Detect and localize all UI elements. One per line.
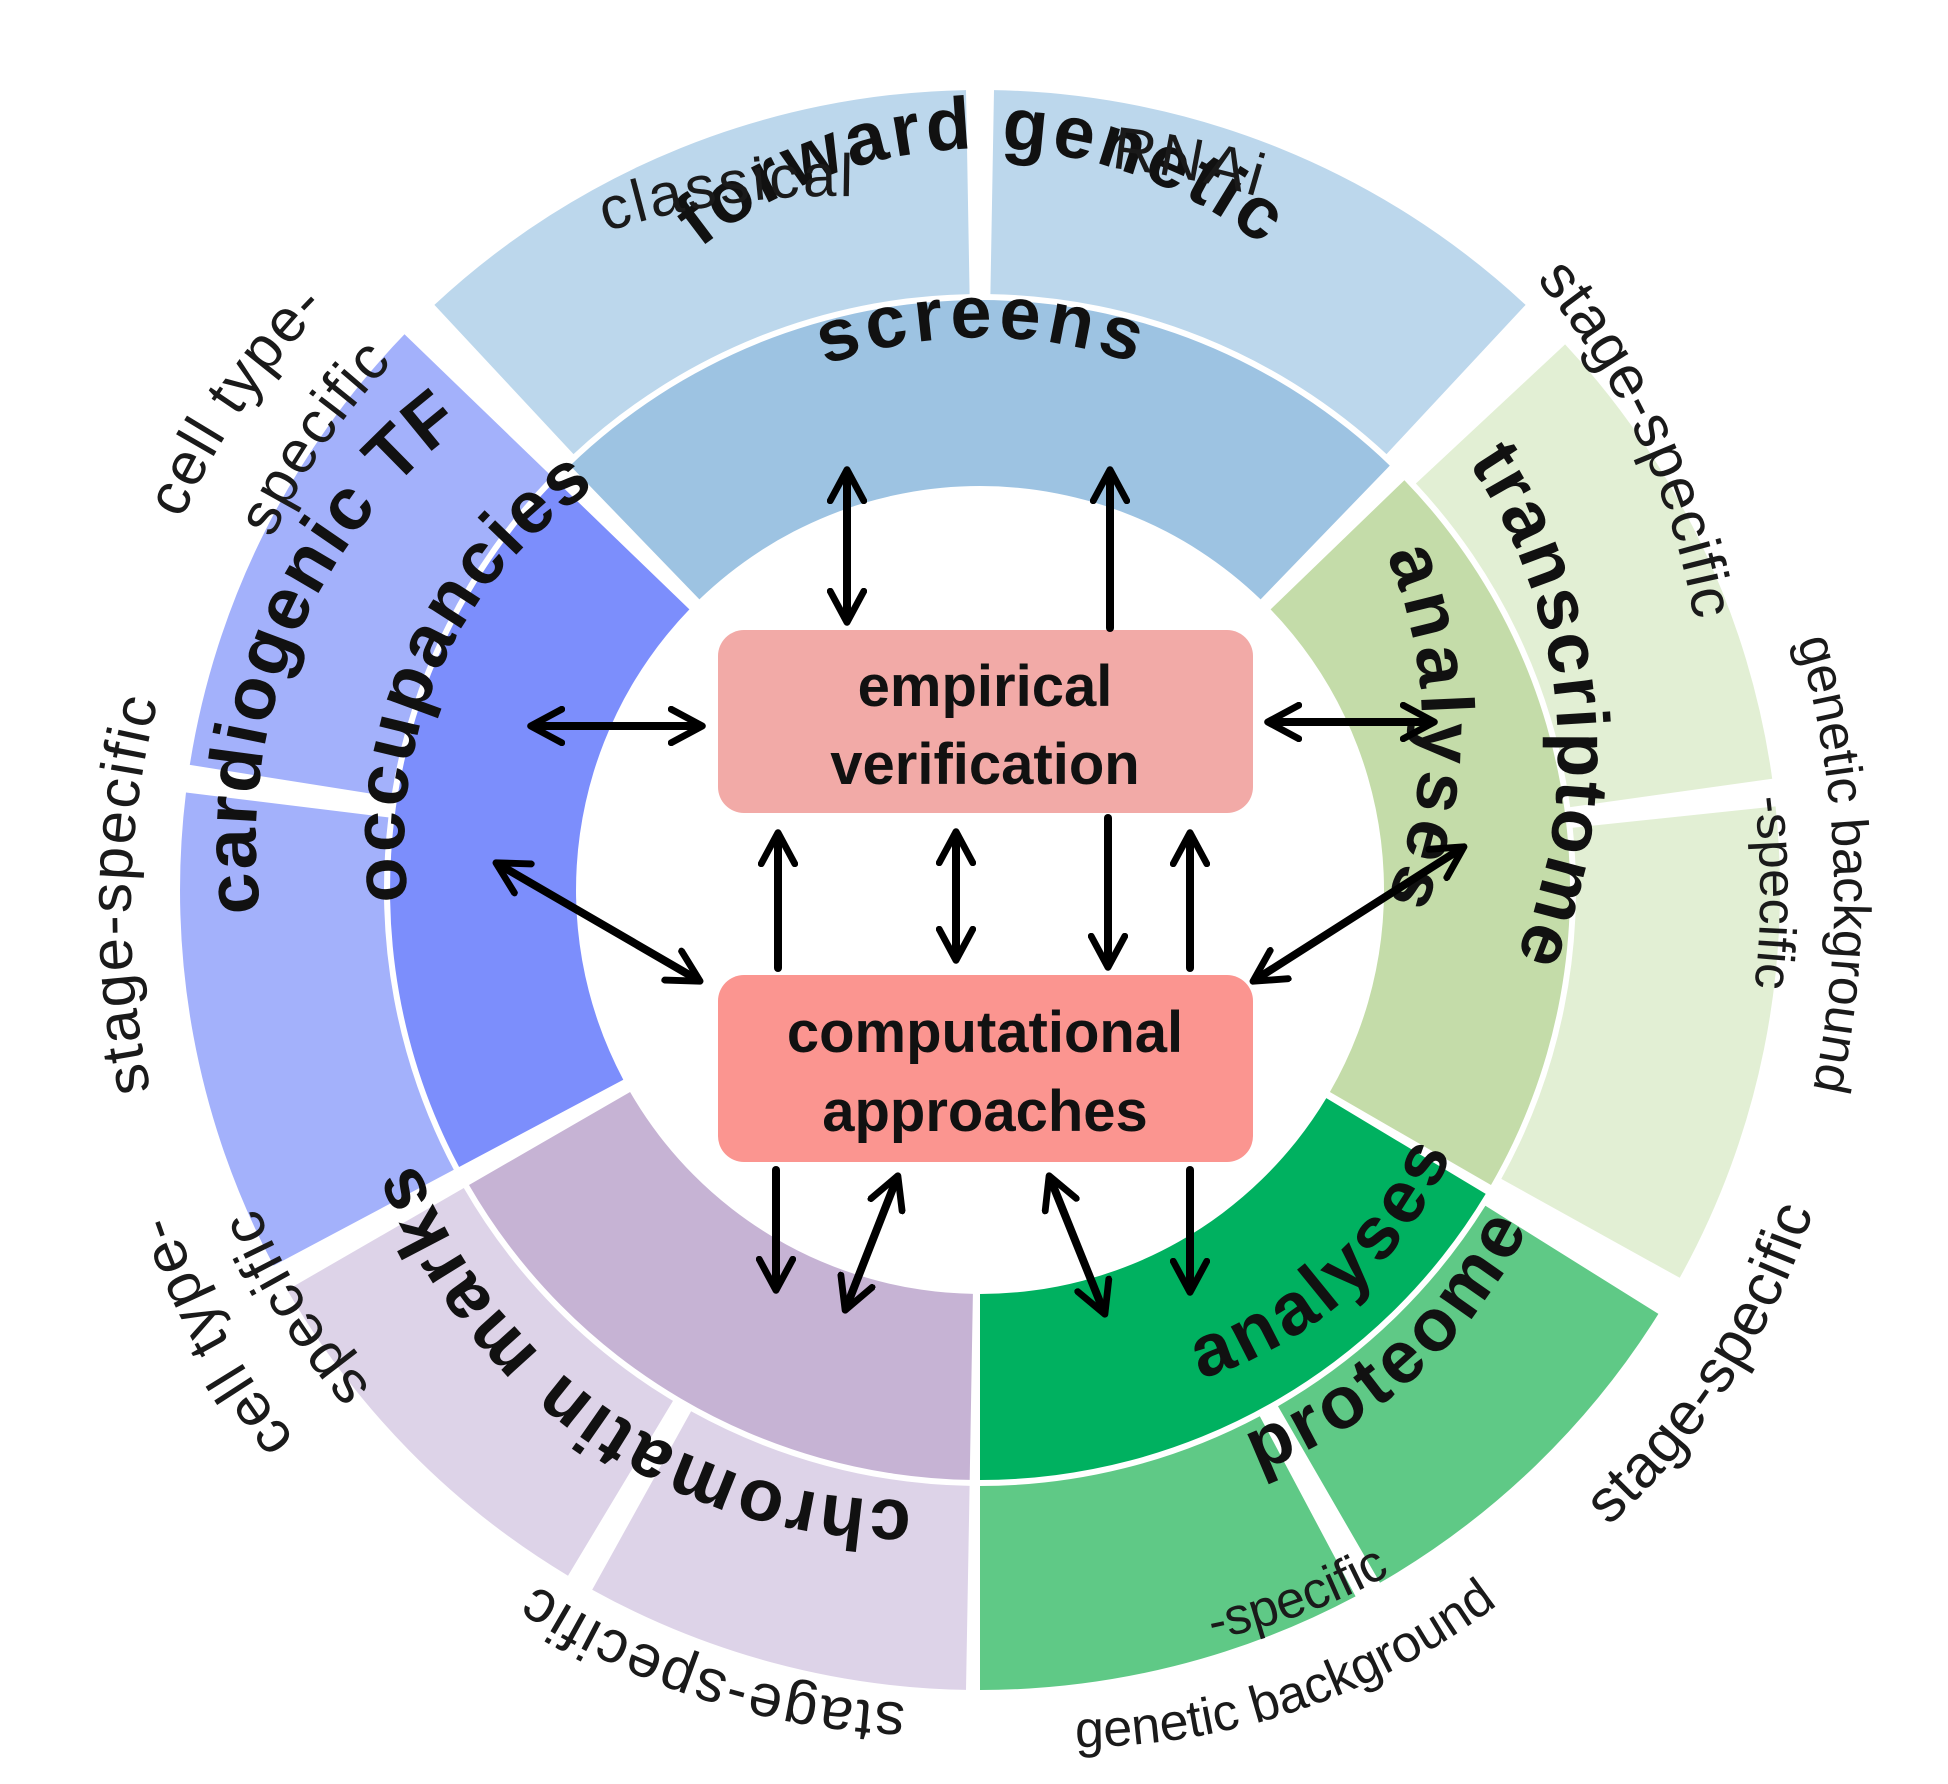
outer-segment-cardiogenic-stage (180, 792, 454, 1266)
outer-segment-transcriptome-genetic (1501, 806, 1780, 1278)
outer-segment-classical (434, 90, 970, 455)
arrows (498, 472, 1462, 1312)
computational-box-line2: approaches (822, 1079, 1148, 1144)
inner-segment-cardiogenic (390, 480, 690, 1167)
transcriptome-genetic-background-label-line2: -specific (1742, 792, 1806, 992)
outer-segment-proteome-genetic (980, 1416, 1356, 1690)
computational-box-shape (718, 975, 1253, 1162)
outer-segment-chromatin-stage (592, 1411, 970, 1690)
outer-segment-proteome-stage (1278, 1205, 1659, 1583)
inner-segment-proteome (980, 1098, 1486, 1480)
empirical-box-line2: verification (830, 732, 1139, 797)
computational-approaches-box: computational approaches (718, 975, 1253, 1162)
arrow-computational-chromatin (846, 1178, 897, 1308)
outer-segment-chromatin-cell (287, 1188, 673, 1576)
empirical-verification-box: empirical verification (718, 630, 1253, 813)
empirical-box-line1: empirical (858, 654, 1113, 719)
arrow-cardiogenic-computational (498, 864, 698, 980)
inner-segment-forward (570, 300, 1390, 600)
outer-segment-cardiogenic-cell (189, 334, 552, 797)
inner-segment-chromatin (469, 1092, 973, 1480)
arrow-computational-proteome (1050, 1178, 1104, 1312)
inner-segment-transcriptome (1270, 480, 1571, 1185)
arrow-computational-transcriptome (1255, 848, 1462, 980)
ring-segments (180, 90, 1780, 1690)
empirical-box-shape (718, 630, 1253, 813)
outer-segment-transcriptome-stage (1415, 344, 1773, 808)
outer-segment-rnai (990, 90, 1526, 455)
cardiogenic-stage-specific-label: stage-specific (77, 686, 171, 1101)
computational-box-line1: computational (787, 1000, 1183, 1065)
